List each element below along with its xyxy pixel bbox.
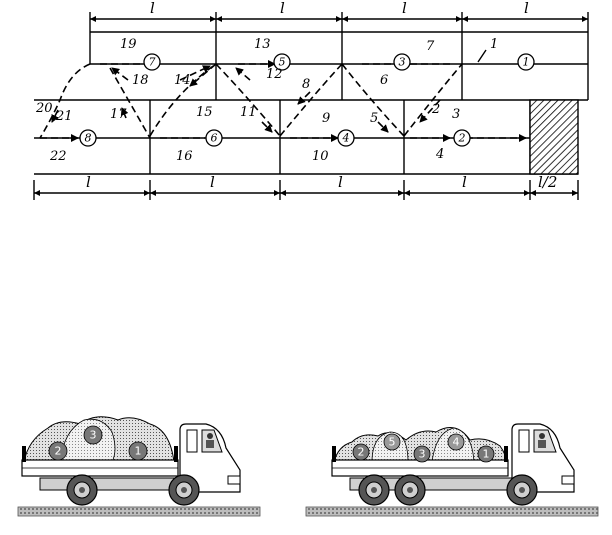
right-load-5: 5	[389, 436, 396, 449]
top-dim-label-4: l	[524, 0, 529, 17]
svg-text:6: 6	[380, 73, 388, 88]
svg-text:17: 17	[110, 107, 127, 122]
position-marker-4: 4	[337, 129, 355, 147]
position-marker-5: 5	[273, 53, 291, 71]
top-dim-label-2: l	[280, 0, 285, 17]
svg-text:7: 7	[426, 39, 435, 54]
left-load-1: 1	[135, 445, 142, 458]
svg-text:5: 5	[279, 56, 286, 69]
svg-text:20: 20	[35, 101, 53, 116]
svg-text:4: 4	[342, 132, 350, 145]
svg-text:8: 8	[302, 77, 310, 92]
lane-grid	[34, 31, 589, 175]
bottom-dim-label-1: l	[86, 173, 91, 191]
left-load-3: 3	[90, 429, 97, 442]
svg-text:5: 5	[370, 111, 378, 126]
bottom-dim-label-4: l	[462, 173, 467, 191]
svg-text:10: 10	[312, 149, 329, 164]
right-load-2: 2	[358, 446, 365, 459]
svg-text:15: 15	[196, 105, 213, 120]
truck-left: 2 3 1	[17, 416, 261, 517]
svg-text:4: 4	[435, 147, 444, 162]
haul-paths	[39, 60, 527, 142]
right-load-4: 4	[453, 436, 460, 449]
svg-text:6: 6	[211, 132, 218, 145]
ground-left	[17, 506, 261, 517]
bottom-dim-label-2: l	[210, 173, 215, 191]
svg-text:16: 16	[176, 149, 193, 164]
svg-text:7: 7	[149, 56, 156, 69]
position-marker-3: 3	[393, 53, 411, 71]
svg-text:21: 21	[55, 109, 73, 124]
svg-text:13: 13	[254, 37, 271, 52]
bottom-dim-label-5: l/2	[538, 173, 557, 191]
position-marker-2: 2	[453, 129, 471, 147]
left-load-2: 2	[55, 445, 62, 458]
right-load-3: 3	[419, 448, 426, 461]
svg-text:11: 11	[240, 105, 257, 120]
svg-text:2: 2	[458, 132, 466, 145]
svg-text:3: 3	[399, 56, 406, 69]
end-block-hatched	[529, 99, 579, 175]
svg-text:8: 8	[85, 132, 92, 145]
svg-text:19: 19	[120, 37, 137, 52]
svg-text:1: 1	[523, 56, 530, 69]
position-marker-1: 1	[517, 53, 535, 71]
bottom-dim-label-3: l	[338, 173, 343, 191]
svg-text:18: 18	[132, 73, 149, 88]
svg-text:1: 1	[490, 37, 498, 52]
svg-text:2: 2	[431, 102, 440, 117]
svg-text:14: 14	[174, 73, 191, 88]
svg-text:3: 3	[452, 107, 460, 122]
ground-right	[305, 506, 599, 517]
right-load-1: 1	[483, 448, 490, 461]
position-marker-8: 8	[79, 129, 97, 147]
svg-text:12: 12	[266, 67, 283, 82]
svg-text:22: 22	[49, 149, 67, 164]
bottom-dimension-line	[33, 180, 579, 200]
position-marker-6: 6	[205, 129, 223, 147]
pass-number-labels: 1 2 3 4 5 6 7 8 9 10 11 12 13 14 15 16 1…	[35, 37, 498, 164]
position-marker-7: 7	[143, 53, 161, 71]
truck-right: 2 5 3 4 1	[305, 423, 599, 517]
top-dim-label-3: l	[402, 0, 407, 17]
top-dimension-line	[89, 12, 589, 32]
svg-text:9: 9	[322, 111, 330, 126]
top-dim-label-1: l	[150, 0, 155, 17]
